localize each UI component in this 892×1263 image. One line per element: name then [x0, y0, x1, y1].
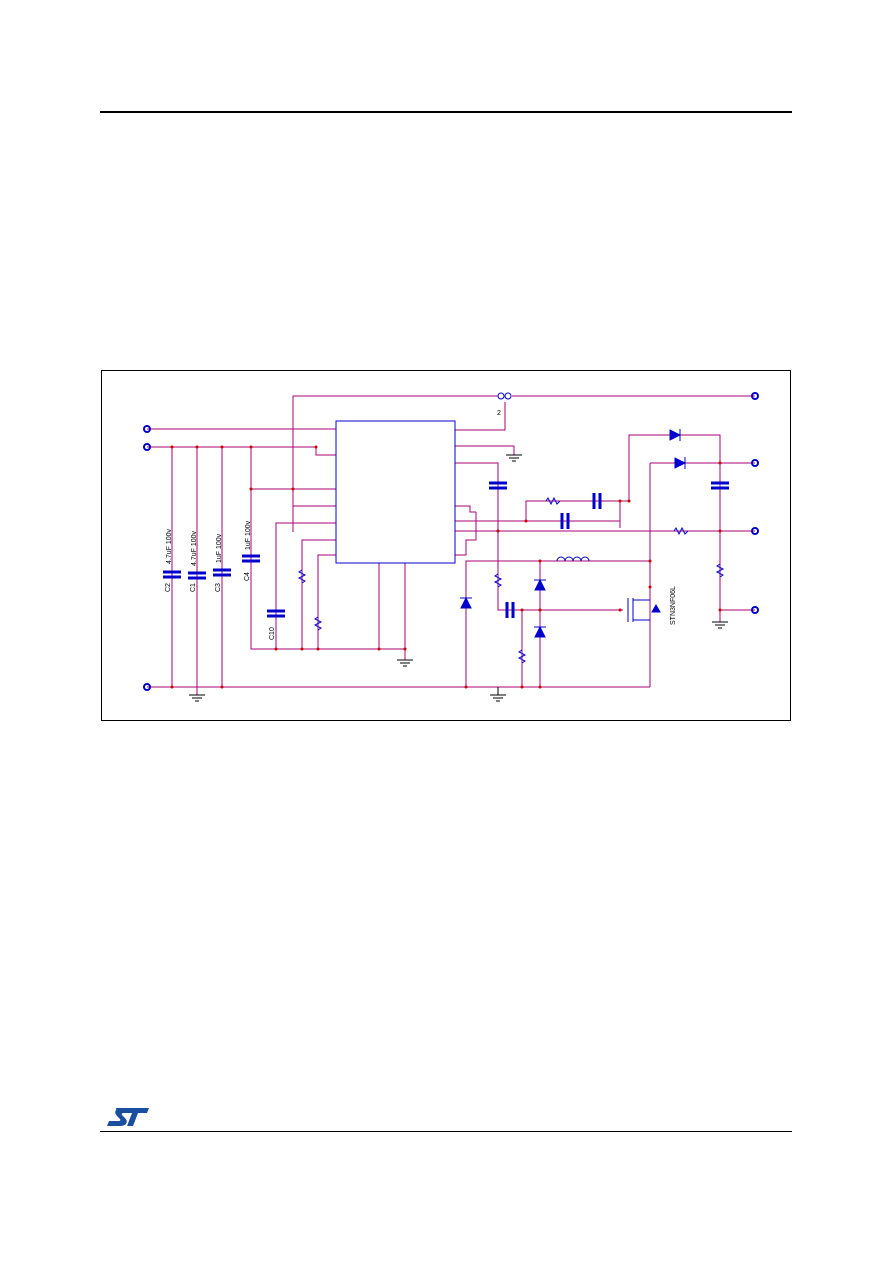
mosfet-label: STN3NF06L	[670, 586, 677, 625]
footer-rule	[100, 1131, 792, 1132]
st-logo	[105, 1105, 151, 1134]
c4-value-label: 1uF 100v	[245, 520, 252, 550]
c10-label: C10	[269, 627, 276, 640]
inductor	[556, 556, 590, 562]
c2-value-label: 4.7uF 100v	[166, 528, 173, 564]
schematic-frame	[101, 370, 791, 721]
controller-ic	[335, 420, 456, 564]
c2-label: C2	[165, 583, 172, 592]
c1-label: C1	[190, 583, 197, 592]
pin-2-label: 2	[497, 410, 501, 417]
header-rule	[100, 111, 792, 113]
c4-label: C4	[244, 572, 251, 581]
c3-value-label: 1uF 100v	[216, 533, 223, 563]
c1-value-label: 4.7uF 100v	[191, 530, 198, 566]
c3-label: C3	[215, 583, 222, 592]
